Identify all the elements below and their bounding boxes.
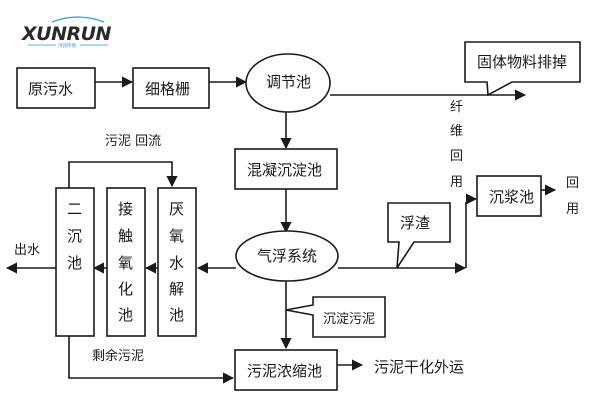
contact-oxidation-char: 化 <box>118 280 133 298</box>
hydrolysis-char: 氧 <box>169 227 184 245</box>
contact-oxidation-char: 氧 <box>118 254 133 272</box>
hydrolysis-char: 解 <box>169 280 184 298</box>
hydrolysis-tank-box <box>157 187 197 337</box>
raw-water-label: 原污水 <box>28 80 73 98</box>
sludge-out-label: 污泥干化外运 <box>374 358 464 376</box>
hydrolysis-char: 池 <box>169 306 184 324</box>
fine-screen-box <box>132 67 210 109</box>
sludge-return-arrow <box>68 161 178 188</box>
solid-discharge-label: 固体物料排掉 <box>477 53 567 71</box>
excess-sludge-label: 剩余污泥 <box>92 348 144 364</box>
logo: XUNRUN 浔润环保 <box>21 16 112 49</box>
raw-water-box <box>16 67 96 109</box>
effluent-label: 出水 <box>14 243 40 258</box>
scum-callout <box>387 202 451 269</box>
fine-screen-label: 细格栅 <box>145 80 190 98</box>
sludge-return-label: 污泥 回流 <box>105 134 161 149</box>
contact-oxidation-box <box>106 187 146 337</box>
fiber-reuse-char: 回 <box>450 149 463 164</box>
logo-subtitle: 浔润环保 <box>58 42 76 49</box>
slurry-tank-box <box>476 175 542 217</box>
secondary-clarifier-char: 沉 <box>67 227 82 245</box>
solid-discharge-callout <box>464 41 581 97</box>
contact-oxidation-char: 池 <box>118 306 133 324</box>
fiber-reuse-char: 维 <box>450 124 463 139</box>
contact-oxidation-char: 接 <box>118 200 133 218</box>
settled-sludge-label: 沉淀污泥 <box>323 312 375 327</box>
secondary-clarifier-box <box>55 187 95 337</box>
settled-sludge-callout <box>285 296 386 338</box>
hydrolysis-char: 厌 <box>169 200 184 218</box>
scum-label: 浮渣 <box>400 214 430 232</box>
slurry-tank-label: 沉浆池 <box>489 188 534 206</box>
logo-brand: XUNRUN <box>21 23 112 45</box>
excess-sludge-arrow <box>68 336 235 384</box>
fiber-reuse-char: 用 <box>450 175 463 190</box>
contact-oxidation-char: 触 <box>118 227 133 245</box>
logo-arc-icon <box>51 16 105 23</box>
reuse-char: 回 <box>566 176 579 191</box>
equalization-tank-label: 调节池 <box>266 73 311 91</box>
air-flotation-label: 气浮系统 <box>257 247 317 265</box>
fiber-reuse-char: 纤 <box>450 100 463 115</box>
secondary-clarifier-char: 二 <box>67 200 82 218</box>
sludge-thickening-label: 污泥浓缩池 <box>247 362 322 380</box>
equalization-tank-ellipse <box>245 53 331 113</box>
secondary-clarifier-char: 池 <box>67 254 82 272</box>
hydrolysis-char: 水 <box>169 254 184 272</box>
reuse-char: 用 <box>566 202 579 217</box>
air-flotation-ellipse <box>235 230 339 282</box>
coag-settling-label: 混凝沉淀池 <box>247 161 322 179</box>
sludge-thickening-box <box>234 349 338 391</box>
